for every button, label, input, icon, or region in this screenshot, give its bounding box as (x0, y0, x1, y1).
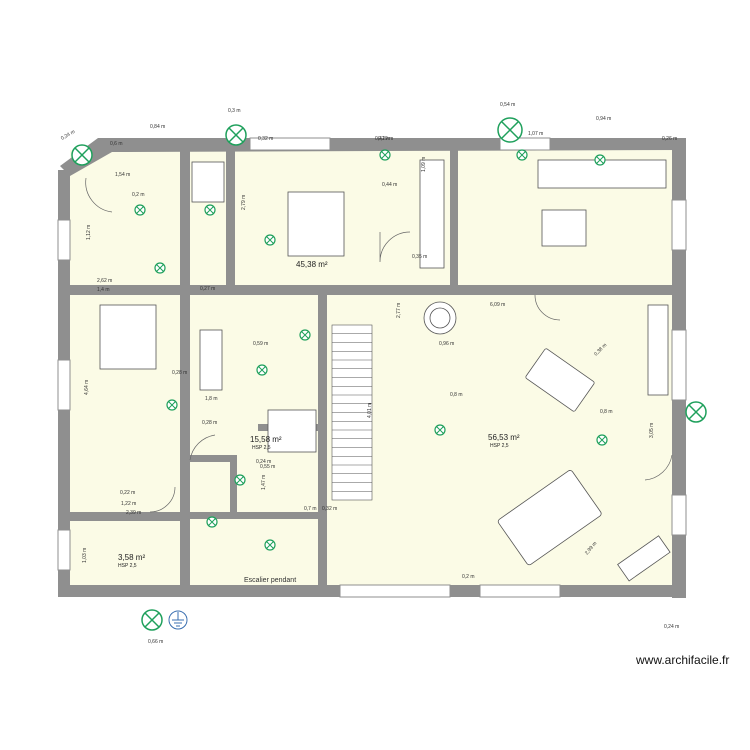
dimension-label: 0,24 m (256, 459, 271, 465)
dimension-label: 0,3 m (228, 108, 241, 114)
dimension-label: 0,35 m (412, 254, 427, 260)
light-point-icon (596, 434, 608, 446)
dimension-label: 0,94 m (596, 116, 611, 122)
room-area-4: 3,58 m² (118, 553, 145, 562)
dimension-label: 0,55 m (260, 464, 275, 470)
ceiling-lights (134, 149, 608, 551)
dimension-label: 0,41 m (375, 136, 390, 142)
room-hsp-4: HSP 2,5 (118, 563, 137, 569)
dimension-label: 0,59 m (253, 341, 268, 347)
light-point-icon (154, 262, 166, 274)
ground-symbol-icon (168, 610, 188, 630)
dimension-label: 0,8 m (450, 392, 463, 398)
dimension-label: 1,07 m (528, 131, 543, 137)
light-point-icon (264, 539, 276, 551)
dimension-label: 1,47 m (261, 475, 267, 490)
dimension-label: 0,66 m (148, 639, 163, 645)
room-area-1: 45,38 m² (296, 260, 328, 269)
dimension-label: 0,32 m (258, 136, 273, 142)
light-point-icon (204, 204, 216, 216)
dimension-label: 1,12 m (86, 225, 92, 240)
light-point-icon (134, 204, 146, 216)
stair-steps (332, 333, 372, 492)
dimension-label: 1,4 m (97, 287, 110, 293)
light-point-icon (434, 424, 446, 436)
dimension-label: 2,77 m (396, 303, 402, 318)
dimension-label: 6,09 m (490, 302, 505, 308)
light-point-icon (594, 154, 606, 166)
dimension-label: 0,28 m (202, 420, 217, 426)
dimension-label: 1,03 m (82, 548, 88, 563)
dimension-label: 1,8 m (205, 396, 218, 402)
windows (57, 137, 687, 598)
dimension-label: 0,96 m (439, 341, 454, 347)
dimension-label: 0,22 m (120, 490, 135, 496)
dimension-label: 0,24 m (60, 129, 76, 142)
dimension-label: 0,6 m (110, 141, 123, 147)
light-point-icon (234, 474, 246, 486)
dimension-label: 2,62 m (97, 278, 112, 284)
dimension-label: 0,84 m (150, 124, 165, 130)
room-hsp-3: HSP 2,5 (490, 443, 509, 449)
light-point-icon (299, 329, 311, 341)
dimension-label: 1,54 m (115, 172, 130, 178)
light-point-icon (379, 149, 391, 161)
dimension-label: 0,24 m (664, 624, 679, 630)
exterior-lights (71, 117, 707, 631)
room-area-2: 15,58 m² (250, 435, 282, 444)
dimension-label: 3,05 m (649, 423, 655, 438)
dimension-label: 0,2 m (132, 192, 145, 198)
dimension-label: 4,64 m (84, 380, 90, 395)
light-point-icon (206, 516, 218, 528)
light-point-icon (264, 234, 276, 246)
furniture (99, 159, 671, 582)
light-point-icon (516, 149, 528, 161)
dimension-label: 2,39 m (126, 510, 141, 516)
dimension-label: 0,44 m (382, 182, 397, 188)
light-point-icon (166, 399, 178, 411)
dimension-label: 1,22 m (121, 501, 136, 507)
room-hsp-2: HSP 2,5 (252, 445, 271, 451)
dimension-label: 4,01 m (367, 403, 373, 418)
room-area-3: 56,53 m² (488, 433, 520, 442)
dimension-label: 0,2 m (462, 574, 475, 580)
door-swings (85, 177, 673, 513)
dimension-label: 0,54 m (500, 102, 515, 108)
dimension-label: 0,32 m (322, 506, 337, 512)
dimension-label: 2,79 m (241, 195, 247, 210)
dimension-label: 0,7 m (304, 506, 317, 512)
dimension-label: 0,28 m (172, 370, 187, 376)
dimension-label: 0,29 m (378, 136, 393, 142)
dimension-label: 0,8 m (600, 409, 613, 415)
watermark: www.archifacile.fr (636, 653, 730, 667)
stair-note: Escalier pendant (244, 577, 296, 584)
dimension-label: 1,09 m (421, 157, 427, 172)
light-point-icon (256, 364, 268, 376)
dimension-label: 0,27 m (200, 286, 215, 292)
dimension-label: 0,26 m (662, 136, 677, 142)
